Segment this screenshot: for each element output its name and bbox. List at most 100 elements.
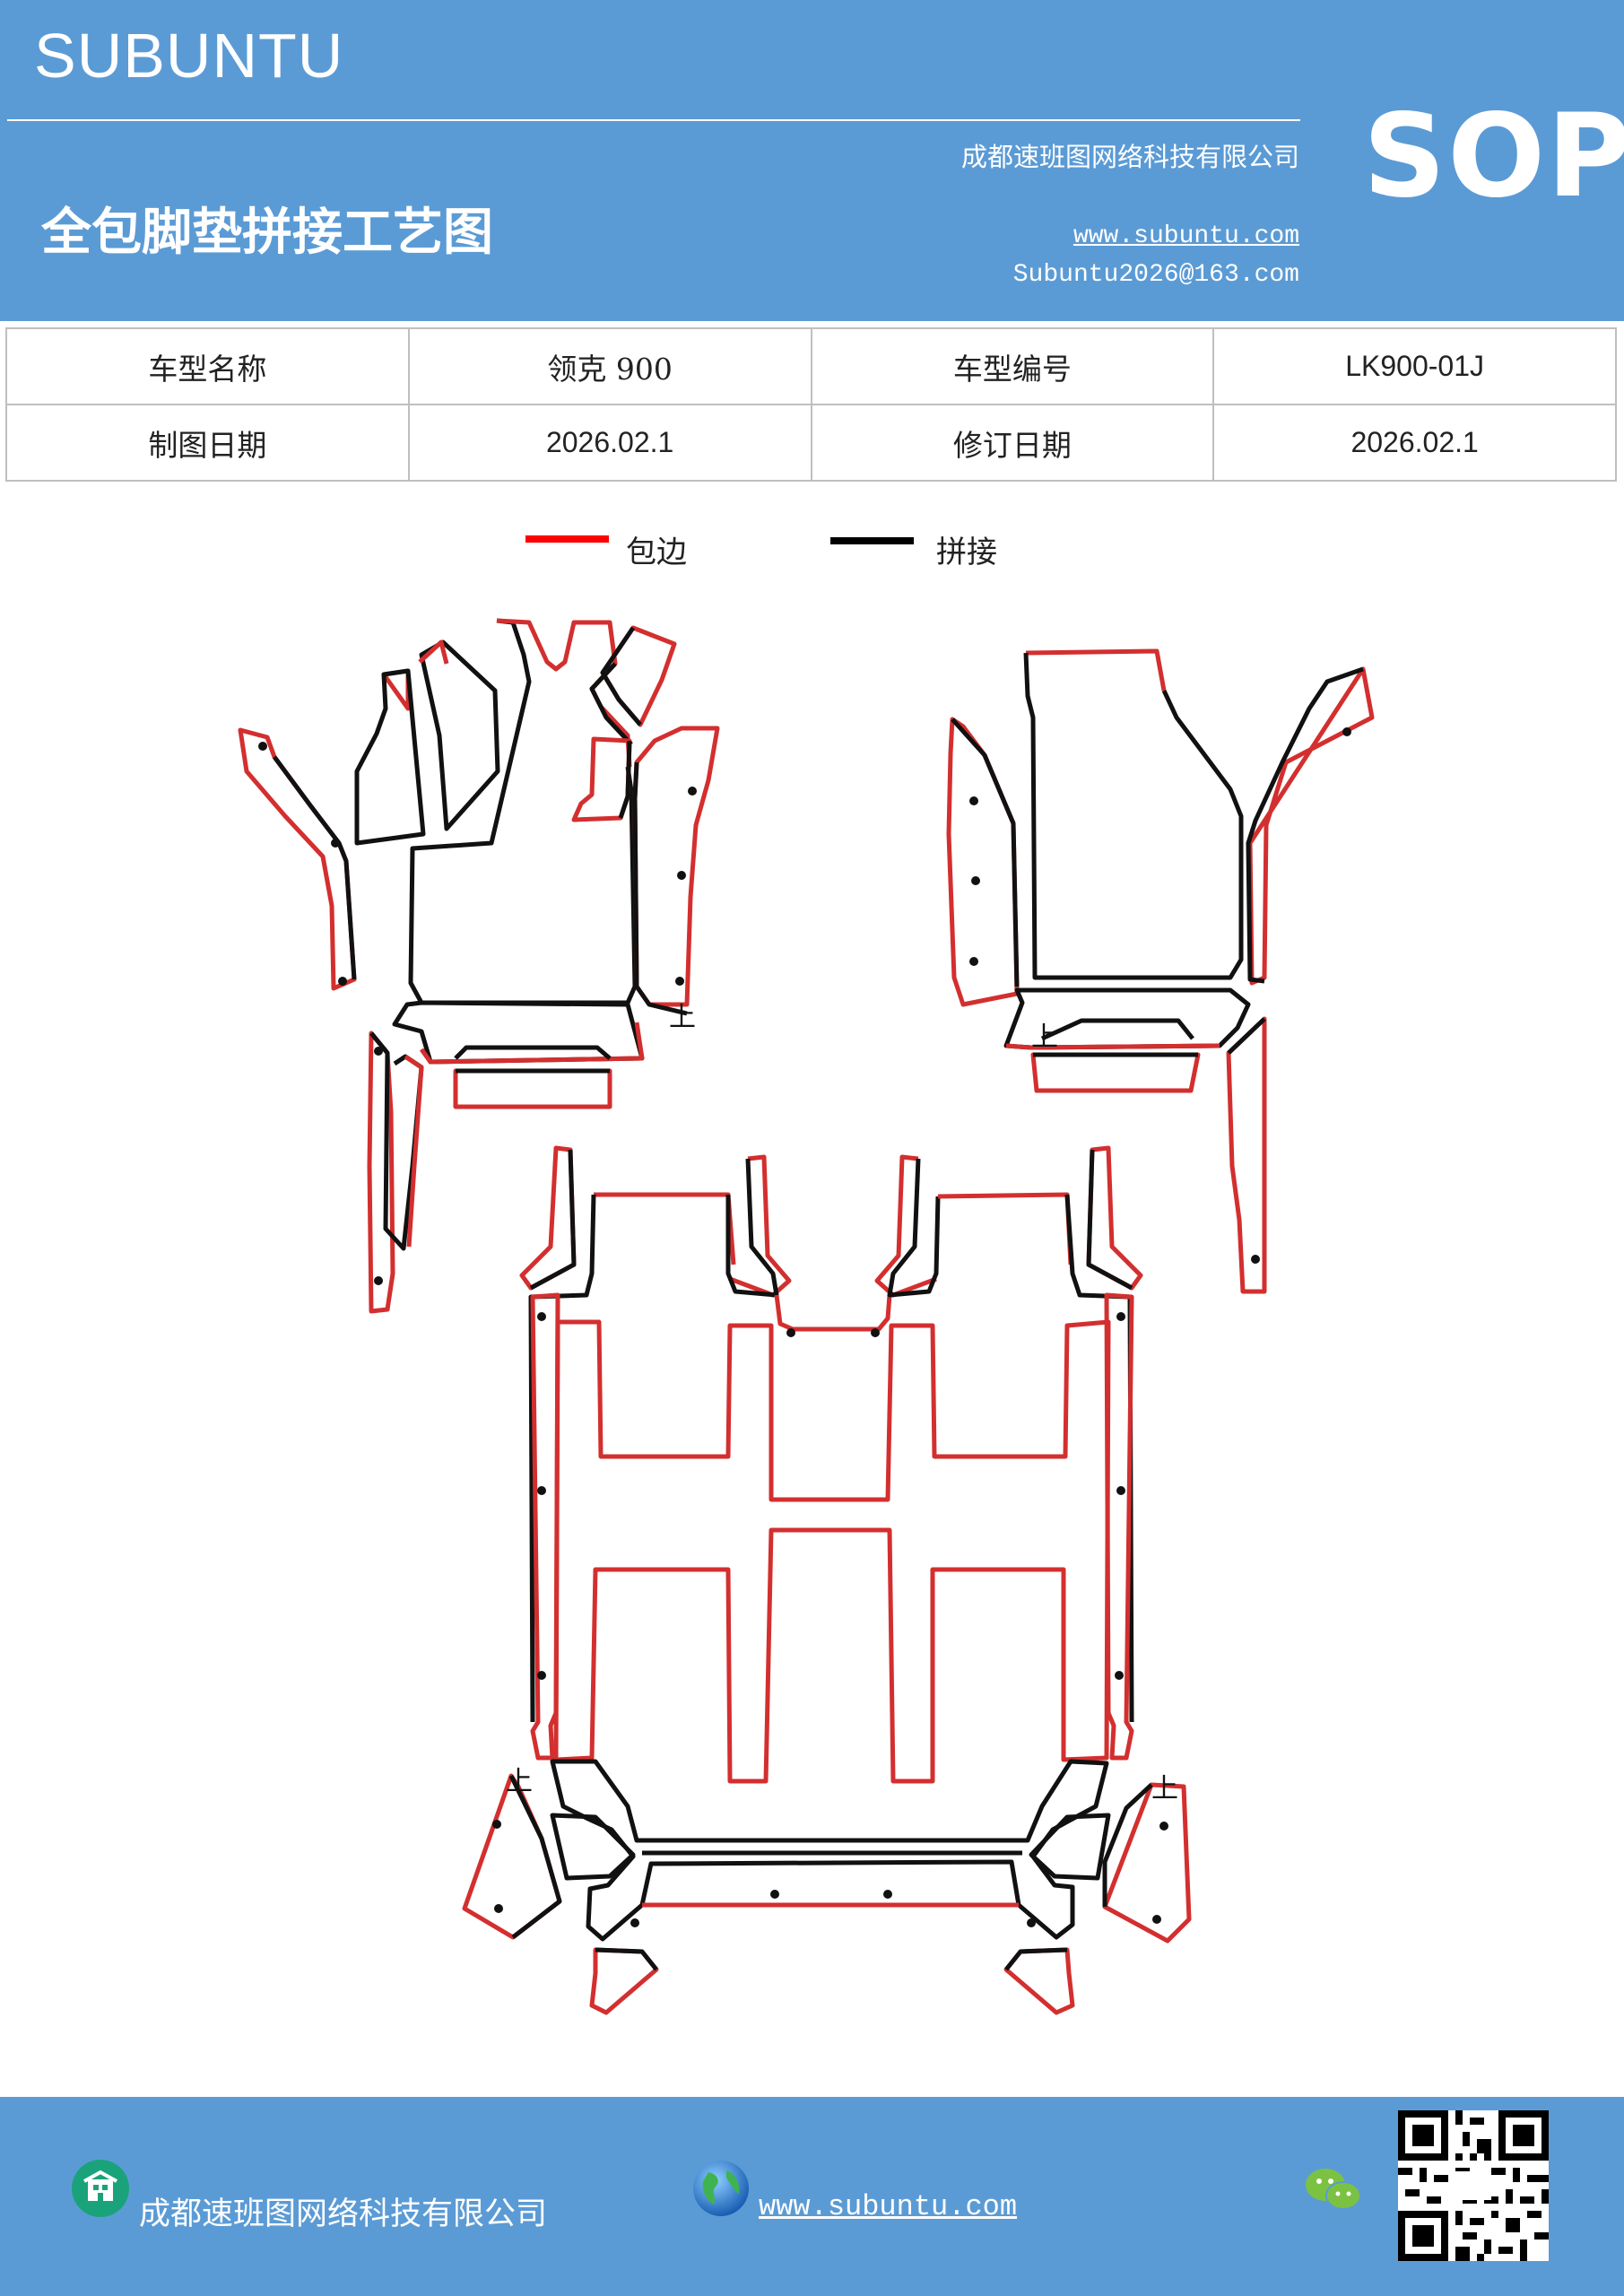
mat-piece	[618, 740, 632, 819]
fastener-dot	[1152, 1915, 1161, 1924]
mat-piece	[454, 1045, 612, 1060]
vehicle-info-table: 车型名称 领克 900 车型编号 LK900-01J 制图日期 2026.02.…	[5, 327, 1617, 482]
orientation-mark: 上	[669, 1002, 696, 1033]
fastener-dot	[494, 1904, 503, 1913]
header-divider	[7, 119, 1300, 121]
label-cell: 制图日期	[5, 404, 410, 482]
mat-piece	[1030, 1052, 1201, 1093]
fastener-dot	[537, 1312, 546, 1321]
fastener-dot	[688, 787, 697, 796]
mat-piece	[632, 726, 720, 1007]
mat-piece	[550, 1759, 1109, 1942]
value-cell: 领克 900	[407, 327, 812, 405]
mat-piece	[508, 1774, 562, 1939]
website-link[interactable]: www.subuntu.com	[1073, 222, 1299, 250]
fastener-dot	[374, 1276, 383, 1285]
label-cell: 车型名称	[5, 327, 410, 405]
header-banner	[0, 0, 1624, 321]
mat-piece	[528, 1194, 596, 1723]
mat-piece	[632, 761, 688, 1016]
mat-piece	[1023, 652, 1244, 980]
fastener-dot	[1027, 1918, 1036, 1927]
fastener-dot	[786, 1328, 795, 1337]
mat-piece	[600, 626, 642, 726]
mat-piece	[946, 717, 1020, 1007]
mat-piece	[418, 639, 449, 665]
fastener-dot	[331, 839, 340, 848]
fastener-dot	[1116, 1312, 1125, 1321]
mat-piece	[1246, 666, 1364, 984]
mat-piece	[725, 1158, 779, 1298]
mat-piece	[553, 1319, 1111, 1784]
mat-piece	[550, 1813, 636, 1881]
mat-piece	[419, 1022, 645, 1065]
mat-piece	[272, 755, 357, 980]
mat-piece	[1227, 1017, 1266, 1055]
fastener-dot	[1115, 1671, 1124, 1680]
company-name: 成都速班图网络科技有限公司	[960, 142, 1299, 172]
building-icon	[72, 2160, 129, 2217]
mat-piece	[1005, 1043, 1220, 1050]
fastener-dot	[374, 1047, 383, 1056]
brand-name: SUBUNTU	[34, 21, 344, 91]
mat-piece	[1064, 1194, 1134, 1723]
floor-mat-diagram: 上 上	[238, 618, 1375, 2015]
fastener-dot	[675, 977, 684, 986]
value-cell: LK900-01J	[1212, 327, 1617, 405]
fastener-dot	[258, 742, 267, 751]
fastener-dot	[969, 957, 978, 966]
fastener-dot	[1251, 1255, 1260, 1264]
fastener-dot	[770, 1890, 779, 1899]
fastener-dot	[883, 1890, 892, 1899]
fastener-dot	[492, 1820, 501, 1829]
rear-mat-group: 上 上	[462, 1145, 1192, 2015]
page-title: 全包脚垫拼接工艺图	[41, 203, 493, 262]
mat-piece	[419, 639, 500, 831]
mat-piece	[937, 1192, 1073, 1265]
fastener-dot	[1159, 1822, 1168, 1831]
mat-piece	[1004, 1947, 1068, 1971]
mat-piece	[1102, 1783, 1153, 1907]
value-cell: 2026.02.1	[407, 404, 812, 482]
footer-company-name: 成都速班图网络科技有限公司	[139, 2196, 548, 2232]
fastener-dot	[969, 796, 978, 805]
mat-piece	[529, 1149, 577, 1291]
mat-piece	[595, 1947, 658, 1971]
mat-piece	[404, 1054, 424, 1248]
fastener-dot	[338, 977, 347, 986]
wechat-icon[interactable]	[1302, 2163, 1363, 2217]
footer-website-link[interactable]: www.subuntu.com	[759, 2190, 1018, 2223]
front-left-mat-group: 上	[238, 618, 720, 1314]
legend-swatch-splice	[830, 537, 914, 544]
qr-code	[1398, 2110, 1549, 2261]
fastener-dot	[630, 1918, 639, 1927]
mat-piece	[354, 668, 426, 846]
mat-piece	[774, 1294, 892, 1332]
front-right-mat-group: 上	[946, 648, 1375, 1294]
label-cell: 车型编号	[810, 327, 1215, 405]
mat-piece	[594, 1192, 736, 1265]
mat-piece	[530, 1292, 560, 1761]
mat-piece	[1102, 1782, 1192, 1944]
mat-piece	[887, 1158, 941, 1298]
mat-piece	[1226, 1016, 1267, 1294]
email-address: Subuntu2026@163.com	[1012, 261, 1299, 289]
mat-piece	[238, 727, 357, 991]
legend-label-splice: 拼接	[936, 535, 997, 570]
mat-piece	[1086, 1149, 1133, 1291]
mat-piece	[1029, 1813, 1111, 1881]
globe-icon	[690, 2158, 751, 2219]
table-row: 制图日期 2026.02.1 修订日期 2026.02.1	[5, 404, 1617, 482]
mat-piece	[951, 718, 1020, 987]
fastener-dot	[971, 876, 980, 885]
orientation-mark: 上	[1151, 1773, 1178, 1805]
mat-piece	[496, 618, 632, 768]
mat-piece	[453, 1068, 612, 1109]
mat-piece	[729, 1154, 792, 1298]
label-cell: 修订日期	[810, 404, 1215, 482]
legend-label-edge: 包边	[626, 535, 687, 570]
mat-piece	[874, 1154, 937, 1298]
fastener-dot	[871, 1328, 880, 1337]
fastener-dot	[677, 871, 686, 880]
orientation-mark: 上	[506, 1766, 533, 1797]
